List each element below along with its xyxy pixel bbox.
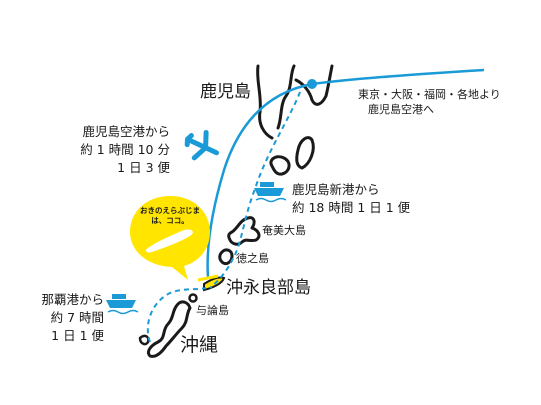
label-naha-1: 那覇港から xyxy=(41,292,104,307)
label-shinko-2: 約 18 時間 1 日 1 便 xyxy=(292,200,411,215)
tokunoshima-shape xyxy=(218,248,234,266)
label-okinawa: 沖縄 xyxy=(180,334,219,356)
yakushima xyxy=(269,155,291,176)
ferry-route-kagoshima xyxy=(209,91,301,289)
label-from-cities-2: 鹿児島空港へ xyxy=(368,103,434,116)
yoron-shape xyxy=(188,293,198,303)
ferry-route-naha xyxy=(146,287,207,343)
label-naha-3: 1 日 1 便 xyxy=(51,328,104,343)
kagoshima-airport-dot xyxy=(307,79,317,89)
label-kagoshima: 鹿児島 xyxy=(200,82,251,102)
callout-text-line1: おきのえらぶじま xyxy=(140,206,200,215)
label-tokunoshima: 徳之島 xyxy=(236,252,269,265)
ferry-icon xyxy=(106,294,139,315)
label-airport-3: 1 日 3 便 xyxy=(117,160,170,175)
label-okinoerabu: 沖永良部島 xyxy=(226,278,311,298)
label-from-cities-1: 東京・大阪・福岡・各地より xyxy=(358,88,501,101)
label-amami: 奄美大島 xyxy=(262,224,306,237)
okinawa-islet xyxy=(138,334,150,346)
ferry-icon xyxy=(254,182,287,203)
okinoerabu-shape xyxy=(203,276,226,292)
label-naha-2: 約 7 時間 xyxy=(50,310,104,325)
label-shinko-1: 鹿児島新港から xyxy=(292,182,380,197)
label-airport-2: 約 1 時間 10 分 xyxy=(80,142,170,157)
okinoerabu-silhouette xyxy=(145,229,193,253)
callout-text: おきのえらぶじま は、ココ。 xyxy=(132,206,208,226)
label-yoron: 与論島 xyxy=(196,304,229,317)
tanegashima xyxy=(295,136,315,170)
okinoerabu-callout xyxy=(130,196,210,280)
flight-route-line xyxy=(206,68,485,279)
airplane-icon xyxy=(184,129,220,161)
okinawa-island xyxy=(146,300,192,358)
label-airport-1: 鹿児島空港から xyxy=(82,124,170,139)
amami-oshima xyxy=(227,216,261,246)
callout-pointer xyxy=(197,274,219,282)
callout-text-line2: は、ココ。 xyxy=(151,216,189,226)
